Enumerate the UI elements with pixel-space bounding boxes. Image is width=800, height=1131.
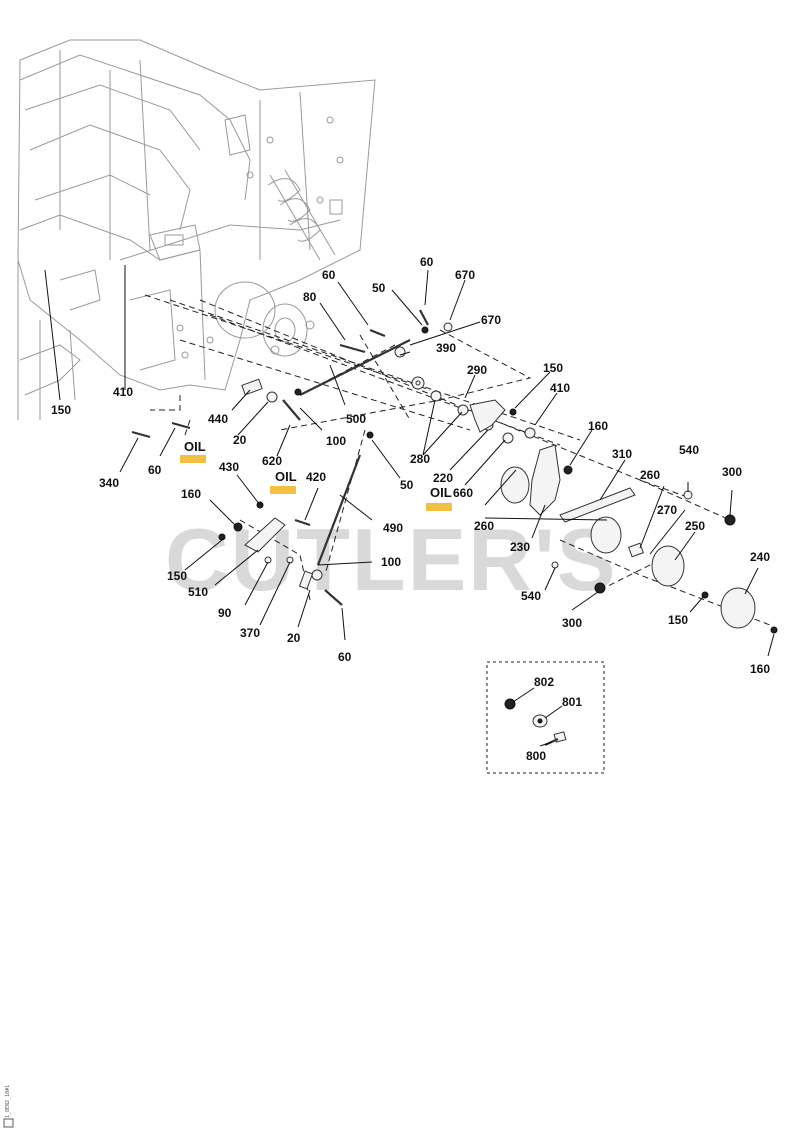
chassis-frame (17, 39, 376, 420)
arm-220 (469, 399, 506, 433)
callout-390: 390 (436, 341, 456, 355)
callout-370: 370 (240, 626, 260, 640)
hardware-inset: 802 801 800 (486, 661, 605, 774)
svg-text:OIL: OIL (184, 439, 206, 454)
disc-250 (651, 545, 685, 587)
oil-icon-1: OIL (180, 439, 206, 463)
callout-60: 60 (338, 650, 352, 664)
callout-270: 270 (657, 503, 677, 517)
callout-260: 260 (474, 519, 494, 533)
callout-160: 160 (181, 487, 201, 501)
part-shapes (131, 309, 778, 634)
callout-150: 150 (51, 403, 71, 417)
disc-260b (590, 516, 622, 554)
callout-660: 660 (453, 486, 473, 500)
callout-50: 50 (372, 281, 386, 295)
callout-100: 100 (326, 434, 346, 448)
svg-text:1_8EN2_10#1: 1_8EN2_10#1 (5, 1085, 11, 1118)
callout-80: 80 (303, 290, 317, 304)
callout-150: 150 (543, 361, 563, 375)
callout-60: 60 (148, 463, 162, 477)
bolt-80 (339, 343, 366, 354)
callout-240: 240 (750, 550, 770, 564)
callout-410: 410 (113, 385, 133, 399)
callout-510: 510 (188, 585, 208, 599)
oil-icon-2: OIL (270, 469, 297, 494)
footer-code: 1_8EN2_10#1 (3, 1085, 14, 1128)
callout-labels: 60 60 670 50 80 670 390 150 290 410 410 … (51, 255, 770, 676)
callout-540: 540 (521, 589, 541, 603)
disc-240 (720, 587, 756, 629)
callout-490: 490 (383, 521, 403, 535)
callout-160: 160 (588, 419, 608, 433)
rod-490 (316, 454, 362, 566)
callout-20: 20 (287, 631, 301, 645)
nut-802 (504, 698, 516, 710)
callout-290: 290 (467, 363, 487, 377)
callout-220: 220 (433, 471, 453, 485)
callout-440: 440 (208, 412, 228, 426)
callout-410: 410 (550, 381, 570, 395)
rod-500 (299, 339, 411, 396)
callout-260: 260 (640, 468, 660, 482)
callout-60: 60 (420, 255, 434, 269)
plate-230 (529, 444, 561, 516)
callout-620: 620 (262, 454, 282, 468)
callout-800: 800 (526, 749, 546, 763)
callout-430: 430 (219, 460, 239, 474)
callout-300: 300 (562, 616, 582, 630)
callout-230: 230 (510, 540, 530, 554)
callout-340: 340 (99, 476, 119, 490)
callout-150: 150 (668, 613, 688, 627)
bolt-620 (282, 399, 301, 421)
callout-150: 150 (167, 569, 187, 583)
callout-540: 540 (679, 443, 699, 457)
callout-500: 500 (346, 412, 366, 426)
svg-text:OIL: OIL (430, 485, 452, 500)
callout-670: 670 (481, 313, 501, 327)
callout-310: 310 (612, 447, 632, 461)
callout-802: 802 (534, 675, 554, 689)
leader-lines (44, 265, 775, 657)
callout-50: 50 (400, 478, 414, 492)
callout-20: 20 (233, 433, 247, 447)
callout-250: 250 (685, 519, 705, 533)
callout-90: 90 (218, 606, 232, 620)
disc-260a (500, 466, 530, 504)
link-510 (244, 517, 286, 553)
callout-300: 300 (722, 465, 742, 479)
callout-280: 280 (410, 452, 430, 466)
oil-icon-3: OIL (426, 485, 452, 511)
callout-670: 670 (455, 268, 475, 282)
svg-text:OIL: OIL (275, 469, 297, 484)
callout-100: 100 (381, 555, 401, 569)
callout-420: 420 (306, 470, 326, 484)
callout-801: 801 (562, 695, 582, 709)
callout-160: 160 (750, 662, 770, 676)
callout-60: 60 (322, 268, 336, 282)
